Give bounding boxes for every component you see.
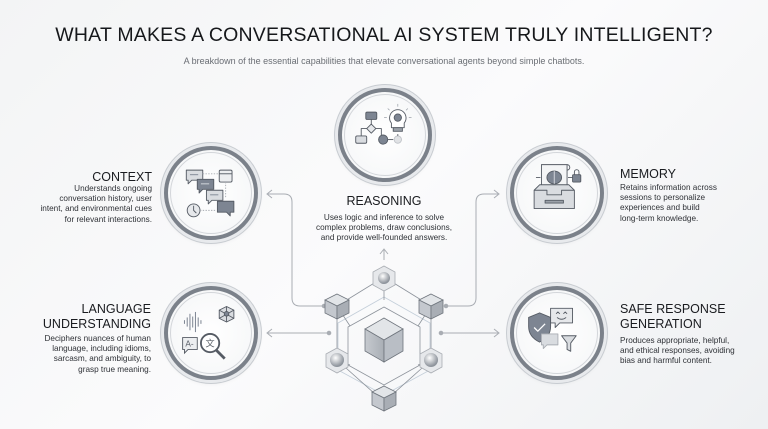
page-subtitle: A breakdown of the essential capabilitie… — [183, 56, 585, 66]
language-description: Deciphers nuances of human language, inc… — [44, 334, 151, 374]
context-description: Understands ongoing conversation history… — [40, 184, 152, 224]
memory-description: Retains information across sessions to p… — [620, 183, 717, 223]
safe-response-title: SAFE RESPONSE GENERATION — [620, 302, 726, 331]
memory-icon-circle — [510, 146, 604, 240]
reasoning-title: REASONING — [346, 194, 422, 208]
chat-bubbles-calendar-clock-icon — [185, 169, 235, 218]
flowchart-lightbulb-icon — [355, 103, 412, 145]
reasoning-icon-circle — [338, 88, 432, 182]
brain-document-lock-icon — [533, 164, 582, 210]
shield-check-filter-icon — [528, 307, 577, 352]
language-title: LANGUAGE UNDERSTANDING — [42, 302, 151, 331]
context-icon-circle — [164, 146, 258, 240]
svg-text:文: 文 — [206, 338, 215, 350]
waveform-network-translate-icon: A- 文 — [182, 305, 235, 360]
svg-text:A-: A- — [185, 340, 193, 349]
safe-response-description: Produces appropriate, helpful, and ethic… — [620, 336, 735, 366]
reasoning-description: Uses logic and inference to solve comple… — [315, 213, 453, 243]
memory-title: MEMORY — [620, 167, 677, 181]
language-icon-circle: A- 文 — [164, 286, 258, 380]
context-title: CONTEXT — [92, 170, 152, 184]
page-title: WHAT MAKES A CONVERSATIONAL AI SYSTEM TR… — [55, 24, 713, 46]
safe-response-icon-circle — [510, 286, 604, 380]
